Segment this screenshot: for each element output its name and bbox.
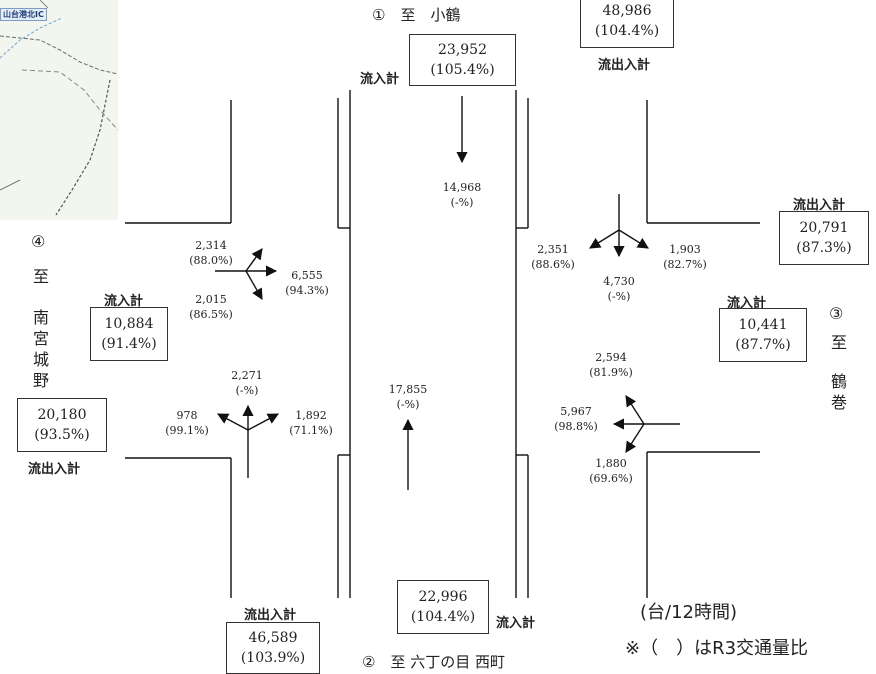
west-dest-char-2: 宮 <box>32 329 49 348</box>
north-total-box: 48,986 (104.4%) <box>580 0 674 48</box>
north-inflow-value: 23,952 <box>438 42 487 58</box>
flow-east-straight-value: 5,967 <box>560 405 592 418</box>
flow-south-left-ratio: (99.1%) <box>165 424 209 437</box>
east-dest-char-1: 鶴 <box>830 372 847 391</box>
south-turn-arrows <box>217 404 279 478</box>
west-dest-char-3: 城 <box>32 350 49 369</box>
flow-north-right-value: 2,351 <box>537 243 569 256</box>
flow-east-straight: 5,967 (98.8%) <box>550 404 602 434</box>
flow-east-right: 2,594 (81.9%) <box>584 350 638 380</box>
flow-south-straight-ratio: (-%) <box>235 384 259 397</box>
flow-south-straight: 2,271 (-%) <box>224 368 270 398</box>
through-arrows <box>402 96 468 490</box>
flow-east-left-ratio: (69.6%) <box>589 472 633 485</box>
legend-note: ※（ ）はR3交通量比 <box>625 638 809 659</box>
flow-south-left: 978 (99.1%) <box>160 408 214 438</box>
flow-east-right-ratio: (81.9%) <box>589 366 633 379</box>
flow-north-straight-value: 4,730 <box>603 275 635 288</box>
flow-east-straight-ratio: (98.8%) <box>554 420 598 433</box>
flow-west-straight-value: 6,555 <box>291 269 323 282</box>
map-inset <box>0 0 119 220</box>
ic-label: 山台港北IC <box>0 8 47 21</box>
north-inflow-box: 23,952 (105.4%) <box>409 34 516 86</box>
flow-east-left: 1,880 (69.6%) <box>584 456 638 486</box>
south-inflow-value: 22,996 <box>418 589 468 605</box>
north-turn-arrows <box>589 194 649 258</box>
flow-south-right: 1,892 (71.1%) <box>284 408 338 438</box>
flow-north-left-ratio: (82.7%) <box>663 258 707 271</box>
north-destination: ① 至 小鶴 <box>372 6 461 24</box>
west-number: ④ <box>31 232 46 251</box>
flow-south-straight-value: 2,271 <box>231 369 263 382</box>
east-dest-char-0: 至 <box>830 333 847 352</box>
flow-south-right-ratio: (71.1%) <box>289 424 333 437</box>
north-inflow-ratio: (105.4%) <box>430 62 495 78</box>
road-edges <box>125 90 760 598</box>
east-inflow-value: 10,441 <box>738 317 788 333</box>
flow-north-straight-ratio: (-%) <box>607 290 631 303</box>
flow-south-left-value: 978 <box>176 409 198 422</box>
east-inflow-ratio: (87.7%) <box>735 337 791 353</box>
south-through-value: 17,855 <box>388 383 428 396</box>
west-dest-char-4: 野 <box>32 371 49 390</box>
south-inflow-label: 流入計 <box>496 616 536 631</box>
flow-west-right: 2,015 (86.5%) <box>186 292 236 322</box>
west-inflow-box: 10,884 (91.4%) <box>90 307 168 361</box>
south-total-box: 46,589 (103.9%) <box>226 622 320 674</box>
flow-east-right-value: 2,594 <box>595 351 627 364</box>
south-total-label: 流出入計 <box>244 608 297 623</box>
south-inflow-box: 22,996 (104.4%) <box>397 580 489 634</box>
flow-north-right-ratio: (88.6%) <box>531 258 575 271</box>
east-inflow-label: 流入計 <box>727 296 767 311</box>
north-total-value: 48,986 <box>602 3 652 19</box>
north-total-ratio: (104.4%) <box>594 23 660 39</box>
west-turn-arrows <box>215 248 278 300</box>
north-through-ratio: (-%) <box>450 196 474 209</box>
flow-north-straight: 4,730 (-%) <box>592 274 646 304</box>
east-total-value: 20,791 <box>799 220 849 236</box>
west-inflow-ratio: (91.4%) <box>101 336 157 352</box>
east-total-box: 20,791 (87.3%) <box>779 211 869 265</box>
west-total-box: 20,180 (93.5%) <box>17 398 107 452</box>
south-through-flow: 17,855 (-%) <box>378 382 438 412</box>
east-number: ③ <box>829 304 844 323</box>
flow-west-straight-ratio: (94.3%) <box>285 284 329 297</box>
flow-west-left-ratio: (88.0%) <box>189 254 233 267</box>
flow-west-left-value: 2,314 <box>195 239 227 252</box>
flow-west-right-ratio: (86.5%) <box>189 308 233 321</box>
west-inflow-value: 10,884 <box>104 316 154 332</box>
flow-west-left: 2,314 (88.0%) <box>186 238 236 268</box>
south-inflow-ratio: (104.4%) <box>410 609 476 625</box>
south-total-ratio: (103.9%) <box>240 650 306 666</box>
west-total-ratio: (93.5%) <box>34 427 90 443</box>
flow-north-left-value: 1,903 <box>669 243 701 256</box>
north-through-flow: 14,968 (-%) <box>432 180 492 210</box>
east-destination: 至 鶴 巻 <box>828 332 850 413</box>
east-dest-char-2: 巻 <box>830 393 847 412</box>
flow-north-right: 2,351 (88.6%) <box>528 242 578 272</box>
west-dest-char-1: 南 <box>32 308 49 327</box>
legend-unit: (台/12時間) <box>640 602 738 623</box>
east-total-ratio: (87.3%) <box>796 240 852 256</box>
flow-west-right-value: 2,015 <box>195 293 227 306</box>
west-destination: 至 南 宮 城 野 <box>30 266 52 391</box>
flow-east-left-value: 1,880 <box>595 457 627 470</box>
south-destination: ② 至 六丁の目 西町 <box>362 653 505 671</box>
west-total-label: 流出入計 <box>28 462 81 477</box>
north-inflow-label: 流入計 <box>360 72 400 87</box>
east-inflow-box: 10,441 (87.7%) <box>719 308 807 362</box>
west-inflow-label: 流入計 <box>104 294 144 309</box>
flow-west-straight: 6,555 (94.3%) <box>278 268 336 298</box>
north-total-label: 流出入計 <box>598 58 651 73</box>
south-total-value: 46,589 <box>248 630 298 646</box>
east-total-label: 流出入計 <box>793 198 846 213</box>
flow-north-left: 1,903 (82.7%) <box>660 242 710 272</box>
north-through-value: 14,968 <box>442 181 482 194</box>
west-total-value: 20,180 <box>37 407 87 423</box>
flow-south-right-value: 1,892 <box>295 409 327 422</box>
east-turn-arrows <box>612 395 680 453</box>
south-through-ratio: (-%) <box>396 398 420 411</box>
west-dest-char-0: 至 <box>32 267 49 286</box>
